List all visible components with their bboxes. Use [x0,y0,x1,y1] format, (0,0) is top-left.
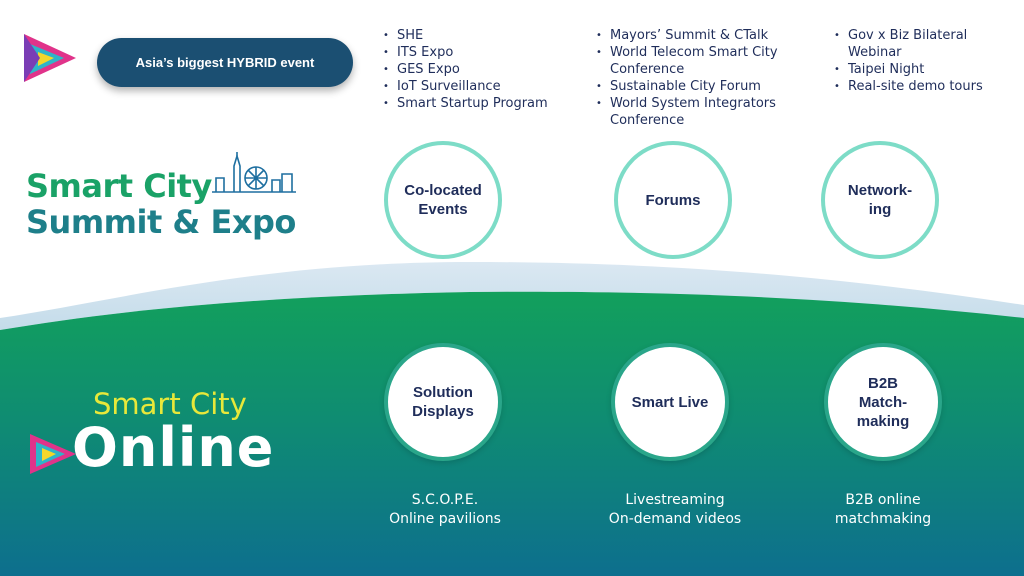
online-title-top: Smart City [93,387,247,421]
city-skyline-icon [212,152,296,193]
list-item: Gov x Biz Bilateral Webinar [832,27,1022,61]
expo-title-line1: Smart City [26,167,212,205]
forums-list: Mayors’ Summit & CTalk World Telecom Sma… [594,27,814,129]
networking-list: Gov x Biz Bilateral Webinar Taipei Night… [832,27,1022,95]
online-play-logo-icon [30,434,76,474]
b2b-matchmaking-circle: B2B Match- making [824,343,942,461]
list-item: Real-site demo tours [832,78,1022,95]
list-item: Taipei Night [832,61,1022,78]
list-item: IoT Surveillance [381,78,581,95]
list-item: World Telecom Smart City Conference [594,44,814,78]
solution-displays-circle: Solution Displays [384,343,502,461]
play-logo-icon [24,34,76,82]
list-item: World System Integrators Conference [594,95,814,129]
summit-expo-logo: Smart City Summit & Expo [26,168,296,240]
b2b-caption: B2B online matchmaking [834,492,932,527]
scope-caption: S.C.O.P.E. Online pavilions [389,492,501,527]
list-item: Sustainable City Forum [594,78,814,95]
list-item: Smart Startup Program [381,95,581,112]
forums-circle: Forums [614,141,732,259]
hybrid-event-badge: Asia’s biggest HYBRID event [97,38,353,87]
online-title-word: Online [72,416,275,479]
networking-circle: Network- ing [821,141,939,259]
expo-title-line2: Summit & Expo [26,203,296,241]
list-item: GES Expo [381,61,581,78]
list-item: SHE [381,27,581,44]
colocated-events-list: SHE ITS Expo GES Expo IoT Surveillance S… [381,27,581,112]
colocated-events-circle: Co-located Events [384,141,502,259]
smart-live-circle: Smart Live [611,343,729,461]
list-item: ITS Expo [381,44,581,61]
list-item: Mayors’ Summit & CTalk [594,27,814,44]
livestreaming-caption: Livestreaming On-demand videos [608,492,742,527]
